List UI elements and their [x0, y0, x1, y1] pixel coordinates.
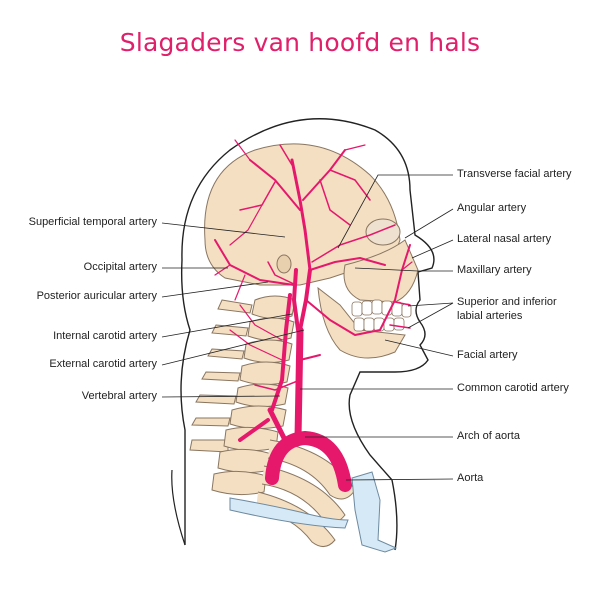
label-labial-arteries-line1: Superior and inferior [457, 296, 557, 308]
label-posterior-auricular-artery: Posterior auricular artery [36, 290, 157, 302]
ear-canal [276, 254, 292, 274]
label-occipital-artery: Occipital artery [83, 261, 157, 273]
teeth [351, 299, 412, 332]
label-facial-artery: Facial artery [457, 349, 518, 361]
label-arch-of-aorta: Arch of aorta [457, 430, 520, 442]
clavicle [229, 497, 349, 529]
label-common-carotid-artery: Common carotid artery [457, 382, 569, 394]
leader-lines [161, 174, 454, 481]
aortic-arch [265, 431, 352, 492]
label-lateral-nasal-artery: Lateral nasal artery [457, 233, 552, 245]
label-transverse-facial-artery: Transverse facial artery [457, 168, 572, 180]
vertebral-artery [270, 293, 292, 412]
label-external-carotid-artery: External carotid artery [49, 358, 157, 370]
label-vertebral-artery: Vertebral artery [81, 390, 157, 402]
eye-orbit [365, 218, 401, 246]
label-internal-carotid-artery: Internal carotid artery [53, 330, 157, 342]
skin-outline [180, 118, 435, 551]
label-aorta: Aorta [457, 472, 484, 484]
sternum [351, 471, 398, 553]
label-maxillary-artery: Maxillary artery [457, 264, 532, 276]
facial-bones [343, 239, 419, 303]
back-outline [171, 469, 186, 546]
arteries [214, 139, 413, 492]
page-title: Slagaders van hoofd en hals [119, 28, 481, 57]
label-labial-arteries-line2: labial arteries [457, 310, 523, 322]
common-carotid [294, 326, 304, 442]
label-superficial-temporal-artery: Superficial temporal artery [28, 216, 157, 228]
label-angular-artery: Angular artery [457, 202, 527, 214]
